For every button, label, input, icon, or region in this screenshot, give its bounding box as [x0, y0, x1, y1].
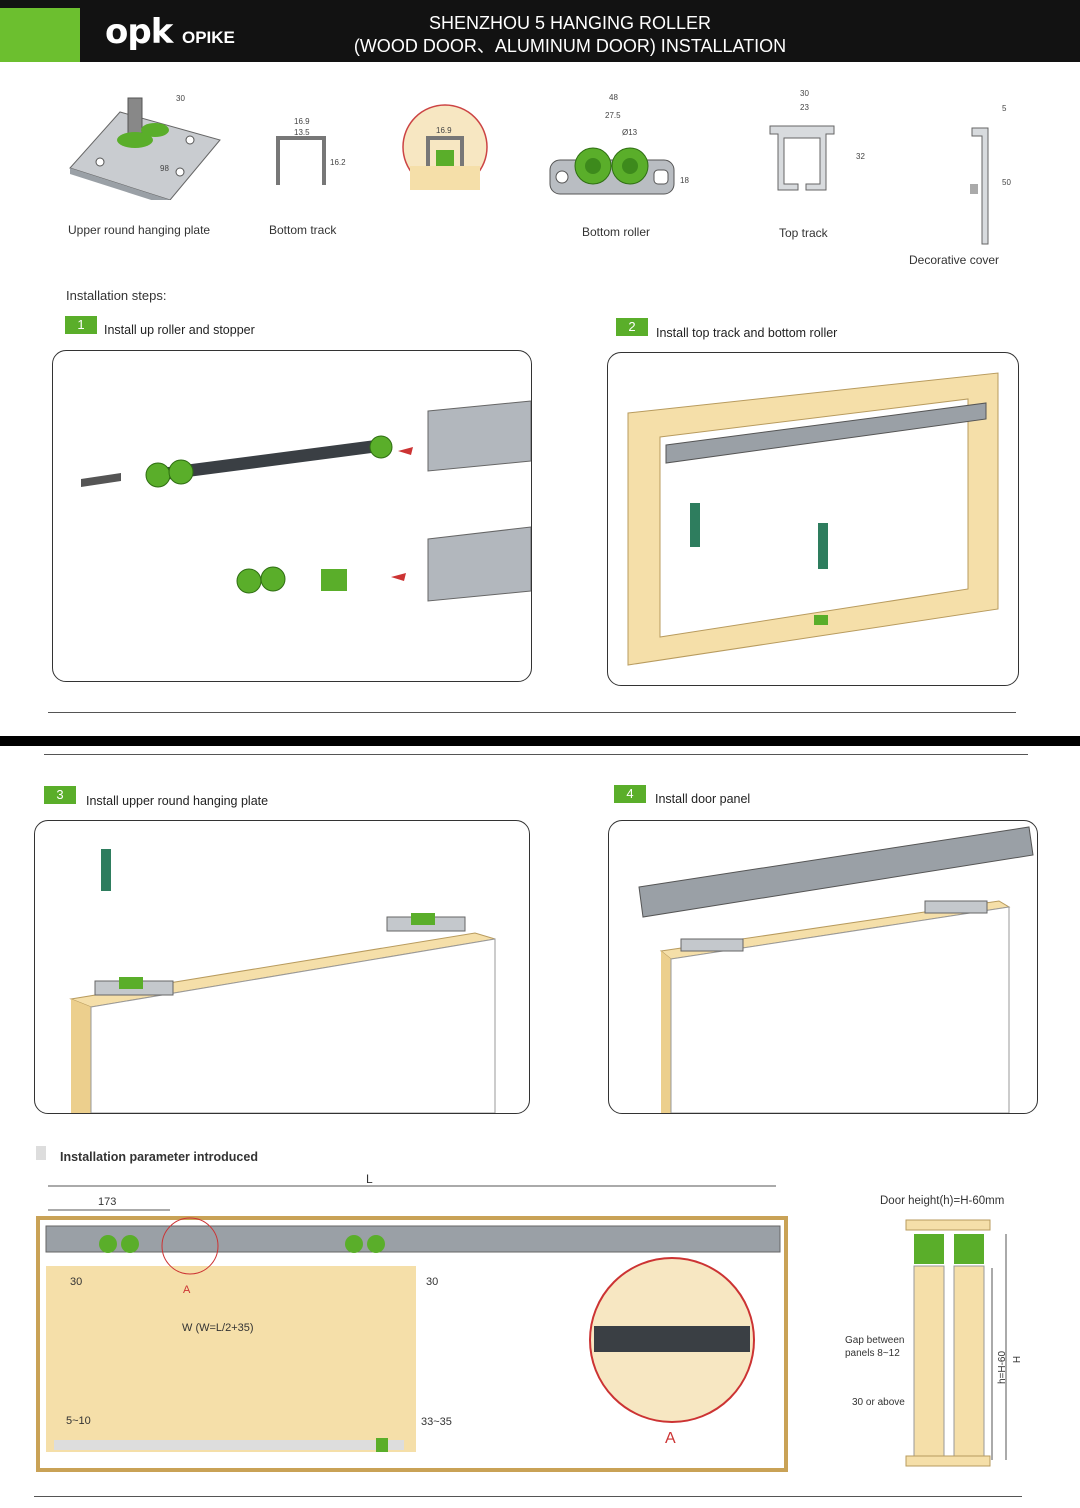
step-4-badge: 4 — [614, 785, 646, 803]
dim-tt-30: 30 — [800, 89, 809, 98]
param-marker — [36, 1146, 46, 1160]
label-decorative-cover: Decorative cover — [909, 253, 1000, 267]
step-4-text: Install door panel — [655, 792, 751, 806]
hanging-plate-drawing — [69, 97, 221, 200]
label-hanging-plate: Upper round hanging plate — [68, 223, 211, 237]
step-2-panel — [607, 352, 1019, 686]
gap-label-1: Gap between — [845, 1335, 905, 1346]
dim-dc-5: 5 — [1002, 104, 1007, 113]
dim-30-right: 30 — [426, 1276, 439, 1288]
title-line-2: (WOOD DOOR、ALUMINUM DOOR) INSTALLATION — [353, 36, 787, 56]
parameter-diagram — [36, 1185, 788, 1472]
dim-5-10: 5~10 — [66, 1415, 91, 1427]
dim-H: H — [1012, 1355, 1024, 1364]
params-title: Installation parameter introduced — [60, 1150, 258, 1164]
dim-bt-162: 16.2 — [330, 158, 346, 167]
step-3-text: Install upper round hanging plate — [86, 794, 269, 808]
step-2-text: Install top track and bottom roller — [656, 326, 838, 340]
step-2-illustration — [627, 372, 999, 666]
title-line-1: SHENZHOU 5 HANGING ROLLER — [428, 13, 712, 33]
dim-tt-32: 32 — [856, 152, 865, 161]
side-view-diagram — [905, 1219, 1007, 1467]
label-bottom-track: Bottom track — [269, 223, 337, 237]
door-height-label: Door height(h)=H-60mm — [880, 1195, 1005, 1207]
separator-band — [0, 736, 1080, 746]
dim-30-left: 30 — [70, 1276, 83, 1288]
top-track-drawing — [769, 125, 835, 191]
dim-h: h=H-60 — [997, 1350, 1009, 1385]
dim-33-35: 33~35 — [421, 1416, 452, 1428]
step-3-illustration — [69, 849, 496, 1113]
track-detail-circle — [402, 104, 488, 190]
dim-plate-30: 30 — [176, 94, 185, 103]
dim-br-275: 27.5 — [605, 111, 621, 120]
step-2-badge: 2 — [616, 318, 648, 336]
step-3-panel — [34, 820, 530, 1114]
logo: opk — [105, 12, 173, 52]
step-1-illustration — [81, 400, 531, 602]
label-top-track: Top track — [779, 226, 828, 240]
dim-bt-169: 16.9 — [294, 117, 310, 126]
steps-title: Installation steps: — [66, 288, 167, 303]
dim-bt-135: 13.5 — [294, 128, 310, 137]
dim-plate-98: 98 — [160, 164, 169, 173]
dim-tt-23: 23 — [800, 103, 809, 112]
step-1-badge: 1 — [65, 316, 97, 334]
step-1-text: Install up roller and stopper — [104, 323, 255, 337]
detail-marker-A: A — [183, 1284, 191, 1296]
dim-br-48: 48 — [609, 93, 618, 102]
step-1-panel — [52, 350, 532, 682]
dim-L: L — [366, 1172, 373, 1186]
dim-dc-50: 50 — [1002, 178, 1011, 187]
step-3-badge: 3 — [44, 786, 76, 804]
gap-label-2: panels 8~12 — [845, 1348, 900, 1359]
bottom-roller-drawing — [549, 147, 675, 195]
above-label: 30 or above — [852, 1397, 905, 1408]
dim-br-18: 18 — [680, 176, 689, 185]
dim-br-13: Ø13 — [622, 128, 638, 137]
step-4-illustration — [638, 826, 1034, 1113]
dim-detail-169: 16.9 — [436, 126, 452, 135]
step-4-panel — [608, 820, 1038, 1114]
brand-green-block — [0, 8, 80, 62]
divider-bottom — [34, 1496, 1022, 1497]
dim-W: W (W=L/2+35) — [182, 1322, 254, 1334]
dim-173: 173 — [98, 1196, 117, 1208]
divider-2 — [44, 754, 1028, 755]
header-bar — [0, 0, 1080, 62]
brand-name: OPIKE — [182, 28, 235, 47]
page-title: SHENZHOU 5 HANGING ROLLER (WOOD DOOR、ALU… — [300, 12, 840, 58]
detail-label-A: A — [665, 1430, 676, 1447]
decorative-cover-drawing — [970, 127, 989, 245]
bottom-track-drawing — [276, 136, 326, 185]
divider-1 — [48, 712, 1016, 713]
label-bottom-roller: Bottom roller — [582, 225, 651, 239]
